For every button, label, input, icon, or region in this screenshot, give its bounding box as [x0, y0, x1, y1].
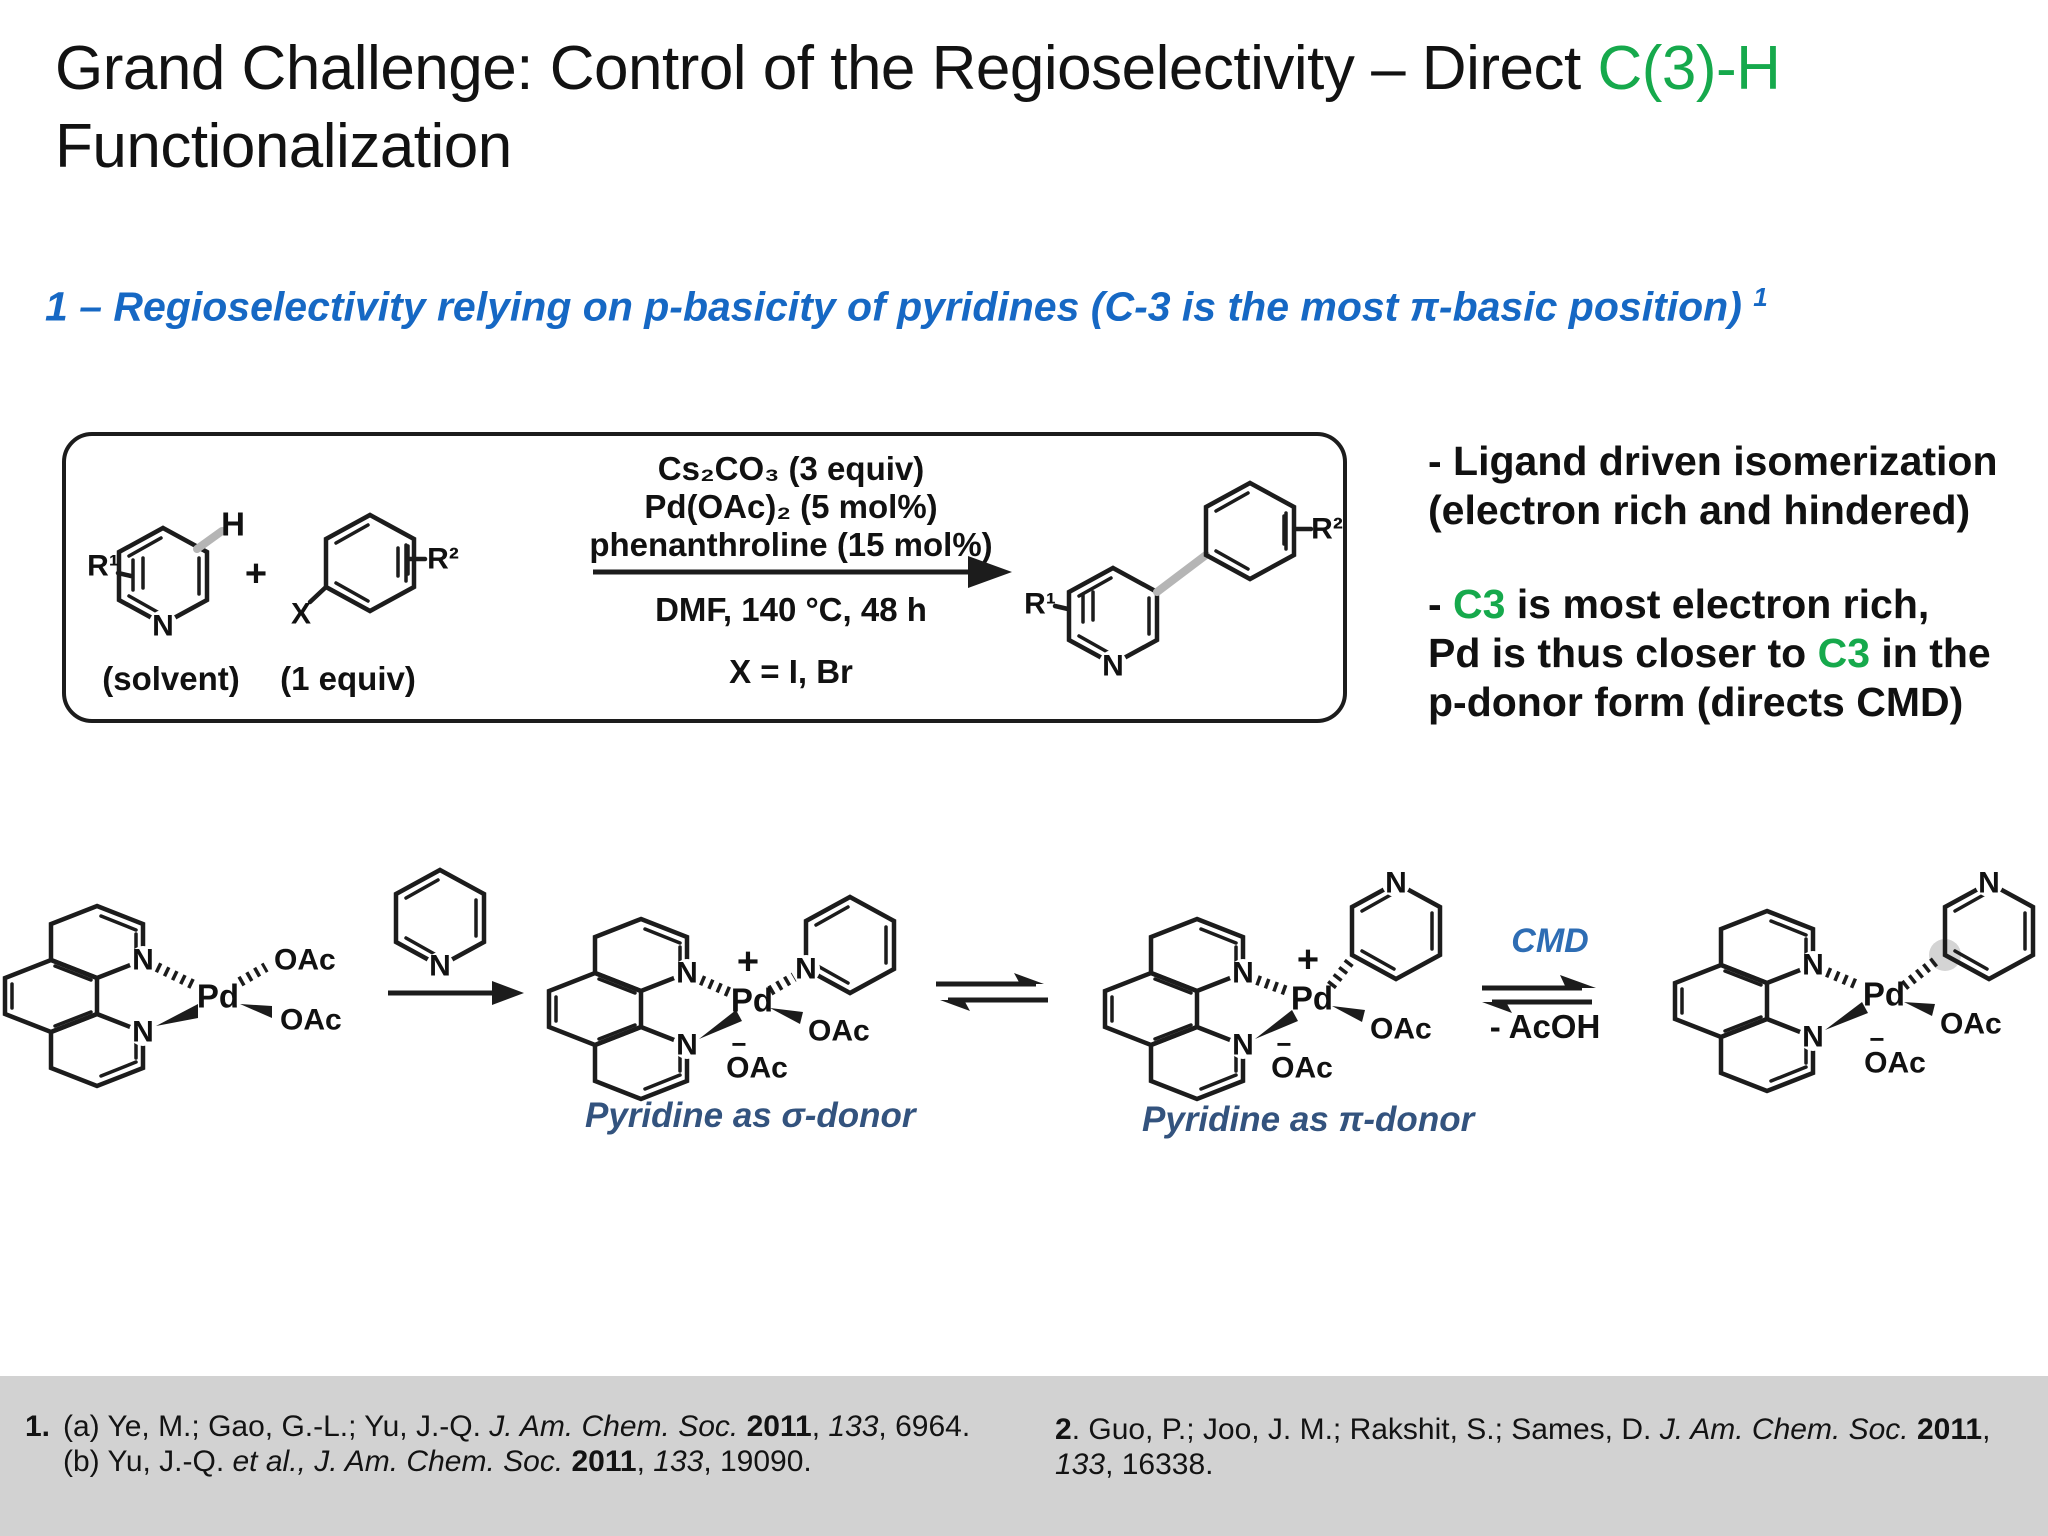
reference-footer: [0, 1376, 2048, 1536]
oac-label: OAc: [808, 1015, 870, 1048]
reference-1-number: 1.: [25, 1410, 51, 1443]
condition-base: Cs₂CO₃ (3 equiv): [657, 450, 925, 487]
pd-label: Pd: [197, 978, 239, 1015]
sigma-donor-label: Pyridine as σ-donor: [585, 1096, 916, 1135]
subtitle-superscript: 1: [1753, 282, 1768, 312]
condition-ligand: phenanthroline (15 mol%): [589, 526, 993, 563]
n-label: N: [132, 944, 154, 977]
complex-c3-palladated: N N Pd N OAc OAc −: [1675, 867, 2036, 1092]
page-title: Grand Challenge: Control of the Regiosel…: [55, 30, 1781, 186]
oac-label: OAc: [280, 1004, 342, 1037]
title-line1: Grand Challenge: Control of the Regiosel…: [55, 30, 1781, 108]
minus-charge: −: [731, 1029, 746, 1059]
complex-phen-pd-oac2: N N Pd OAc OAc: [5, 906, 342, 1086]
section-heading: 1 – Regioselectivity relying on p-basici…: [45, 282, 1768, 331]
bullet-ligand-isomerization: - Ligand driven isomerization (electron …: [1428, 437, 1998, 535]
oac-label: OAc: [274, 944, 336, 977]
n-label: N: [795, 953, 817, 986]
n-label: N: [676, 957, 698, 990]
reaction-scheme-box: [62, 432, 1347, 723]
bullet2-line2: Pd is thus closer to C3 in the: [1428, 630, 1991, 676]
n-label: N: [1232, 957, 1254, 990]
n-label: N: [1802, 949, 1824, 982]
bullet2-line1: - C3 is most electron rich,: [1428, 581, 1930, 627]
oac-label: OAc: [1370, 1013, 1432, 1046]
oac-counterion: OAc: [1271, 1052, 1333, 1085]
title-black: Grand Challenge: Control of the Regiosel…: [55, 34, 1598, 103]
pd-label: Pd: [1291, 980, 1333, 1017]
n-label: N: [1802, 1021, 1824, 1054]
n-label: N: [1385, 867, 1407, 900]
bullet1-line1: - Ligand driven isomerization: [1428, 438, 1998, 484]
complex-pyridine-pi-donor: N N Pd + N OAc OAc −: [1105, 867, 1443, 1100]
n-label: N: [676, 1029, 698, 1062]
n-label: N: [1232, 1029, 1254, 1062]
free-pyridine: N: [393, 867, 487, 983]
arrow-pyridine-addition: [388, 981, 524, 1005]
oac-counterion: OAc: [726, 1052, 788, 1085]
reference-2: 2. Guo, P.; Joo, J. M.; Rakshit, S.; Sam…: [1055, 1413, 1991, 1481]
bullet-c3-electron-rich: - C3 is most electron rich, Pd is thus c…: [1428, 580, 1991, 727]
reference-1: (a) Ye, M.; Gao, G.-L.; Yu, J.-Q. J. Am.…: [63, 1410, 971, 1478]
bullet1-line2: (electron rich and hindered): [1428, 487, 1971, 533]
equiv-label: (1 equiv): [280, 660, 416, 697]
halide-note: X = I, Br: [729, 653, 853, 690]
oac-counterion: OAc: [1864, 1047, 1926, 1080]
complex-pyridine-sigma-donor: N N Pd + N OAc OAc −: [549, 894, 897, 1099]
n-label: N: [132, 1016, 154, 1049]
title-line2: Functionalization: [55, 112, 512, 181]
acoh-label: - AcOH: [1489, 1008, 1601, 1045]
condition-catalyst: Pd(OAc)₂ (5 mol%): [644, 488, 938, 525]
c3-highlight: C3: [1817, 630, 1871, 676]
minus-charge: −: [1869, 1024, 1884, 1054]
n-label: N: [429, 950, 451, 983]
minus-charge: −: [1276, 1029, 1291, 1059]
n-label: N: [1978, 867, 2000, 900]
equilibrium-arrows: [936, 973, 1048, 1011]
c3-highlight: C3: [1453, 581, 1506, 627]
title-green-c3h: C(3)-H: [1597, 34, 1781, 103]
plus-charge: +: [1297, 939, 1319, 981]
pd-label: Pd: [731, 982, 773, 1019]
oac-label: OAc: [1940, 1008, 2002, 1041]
cmd-label: CMD: [1511, 922, 1589, 960]
plus-charge: +: [737, 941, 759, 983]
reaction-conditions-above: Cs₂CO₃ (3 equiv) Pd(OAc)₂ (5 mol%) phena…: [585, 450, 997, 564]
solvent-label: (solvent): [102, 660, 240, 697]
reaction-conditions-below: DMF, 140 °C, 48 h: [655, 591, 927, 628]
pd-label: Pd: [1863, 976, 1905, 1013]
pi-donor-label: Pyridine as π-donor: [1142, 1100, 1475, 1139]
subtitle-text: 1 – Regioselectivity relying on p-basici…: [45, 283, 1742, 330]
bullet2-line3: p-donor form (directs CMD): [1428, 679, 1964, 725]
